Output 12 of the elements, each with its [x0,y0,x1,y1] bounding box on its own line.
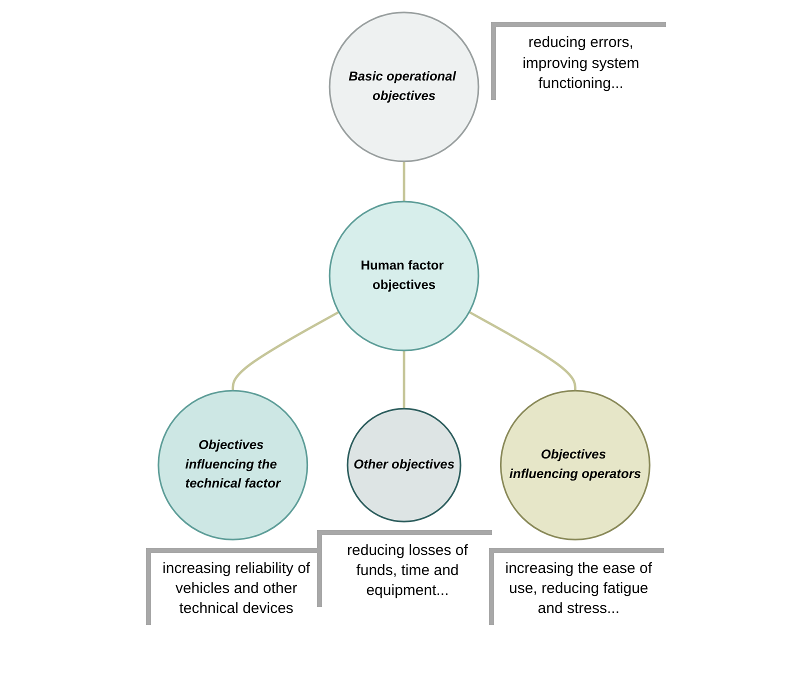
note-text: reducing losses of funds, time and equipment... [317,530,492,608]
node-circle: Other objectives [347,408,462,522]
node-circle: Human factor objectives [329,200,480,352]
connector [403,350,406,409]
connector [232,310,340,391]
connector [469,310,577,391]
node-circle: Basic operational objectives [329,12,480,162]
node-circle: Objectives influencing operators [500,390,651,540]
note-text: increasing the ease of use, reducing fatigue and stress... [488,548,664,626]
connector [403,161,406,202]
note-text: reducing errors, improving system functioning... [490,22,666,100]
node-circle: Objectives influencing the technical factor [158,390,309,540]
